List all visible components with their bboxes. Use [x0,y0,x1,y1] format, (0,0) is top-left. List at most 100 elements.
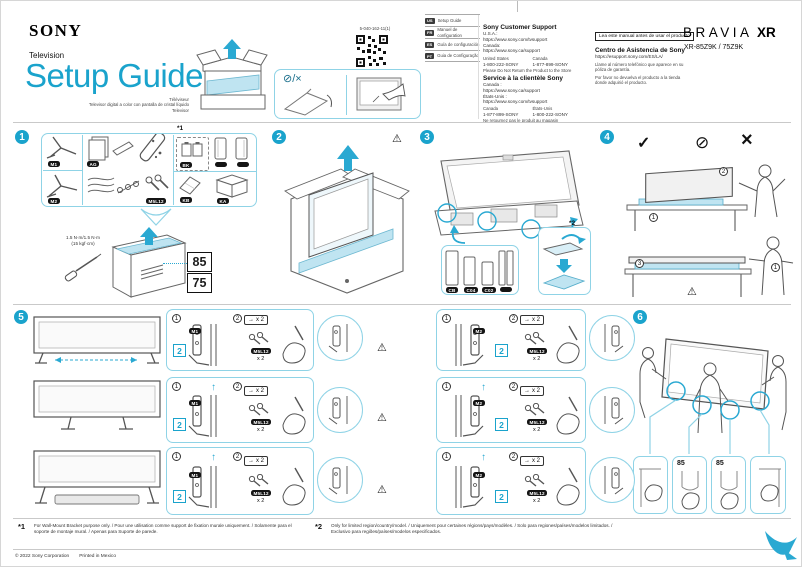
screws-icon [145,174,169,191]
model-numbers: XR-85Z9K / 75Z9K [684,44,744,51]
warning-icon: ⚠ [377,484,387,496]
handling-warning-panel: ⊘/× [274,69,421,119]
prohibit-glyph: ⊘ [283,73,293,85]
stand-position-soundbar-illustration [33,450,161,505]
position-number: 2 [177,419,182,430]
part-tag-cloth: KB [180,197,193,204]
stand-cover-icon [214,137,227,160]
accessory-box-icon [215,174,249,198]
substep-number: 2 [511,453,516,460]
screws-qty-label: x 2 [533,498,541,504]
position-marker: 2 [173,344,186,357]
screw-icon: → [524,317,530,323]
position-marker: 2 [495,418,508,431]
substep-1-marker: 1 [649,213,658,222]
documents-icon [88,136,109,161]
arrow-up-icon: ↑ [211,452,216,463]
torque-unit: (15 kgf·cm) [71,240,95,246]
phone-region: Canada [483,106,499,112]
step-number: 2 [276,131,282,143]
size-75-box: 75 [187,273,212,293]
screws-icon [248,332,269,345]
check-icon: ✓ [637,135,651,152]
footnote-2-marker: *2 [569,220,576,227]
substep-1-marker: 1 [442,314,451,323]
part-tag-screws: M5L12 [527,490,548,497]
part-tag-batteries: BK [180,162,193,169]
step-2-badge: 2 [272,130,286,144]
torque-value: 1.5 N·m/1.5 N·m [66,235,100,240]
part-tag-cover-c02: C02 [482,287,497,294]
part-tag-leg: M2 [473,328,485,335]
screws-icon [524,474,545,487]
leg-attach-icon [455,395,484,437]
language-tag: FR [425,29,435,36]
hand-screwdriver-icon [282,325,306,364]
phone-region: États-Unis [532,106,553,112]
grip-hand-icon [720,471,739,510]
phone-col: United States 1-800-222-SONY [483,56,519,67]
cover-types-icons [445,250,514,286]
panel-divider [346,75,348,115]
support-note: Ne retournez pas le produit au magasin [483,118,559,124]
lay-down-illustration-1 [626,164,786,231]
part-tag-screws: M5L12 [251,348,272,355]
support-block-es: Lea este manual antes de usar el product… [595,24,701,85]
hand-screwdriver-icon [282,396,306,435]
substep-number: 1 [444,453,449,460]
leg-detail-icon [328,396,348,425]
substep-1-marker: 1 [771,263,780,272]
screw-qty-callout: →x 2 [244,315,269,325]
support-line: Canada: [483,42,501,48]
phone-region: Canada [532,56,548,62]
position-number: 2 [499,345,504,356]
arrow-up-icon: ↑ [211,382,216,393]
slash-glyph: / [292,73,296,85]
phone-number: 1-800-222-SONY [483,61,519,67]
footnote-2-text: Only for limited region/country/model. /… [331,523,613,534]
leg-attach-panel: 1 M2 2 2 →x 2 M5L12 x 2 [436,309,586,371]
language-row-es: ES Guía de configuración [425,38,480,50]
leg-detail-icon [604,466,624,495]
part-tag-leg-a: M1 [48,161,60,168]
position-number: 2 [177,345,182,356]
screw-qty-callout: →x 2 [520,315,545,325]
footer-rule [13,549,791,550]
part-tag-screws: M5L12 [527,348,548,355]
substep-2-marker: 2 [719,167,728,176]
header-divider [478,15,479,119]
substep-number: 1 [773,264,778,271]
leg-attach-panel: 1 ↑ M2 2 2 →x 2 M5L12 x 2 [436,447,586,515]
step-number: 1 [19,131,25,143]
batteries-icon [181,142,203,157]
footnote-1-ref: *1 [18,522,26,531]
part-tag-screws: M5L12 [251,419,272,426]
header-rule [13,122,791,123]
language-label: Setup Guide [437,17,462,23]
warning-icon: ⚠ [392,133,402,145]
step-number: 5 [18,311,24,323]
screw-qty-callout: →x 2 [244,386,269,396]
parts-divider [173,135,174,205]
attach-covers-illustration [434,150,584,244]
grip-detail-panel: 85 [672,456,707,514]
support-paragraph: Llame al número telefónico que aparece e… [595,61,684,73]
screw-qty-callout: →x 2 [520,386,545,396]
read-first-note: Lea este manual antes de usar el product… [595,32,694,41]
support-title: Service à la clientèle Sony [483,75,563,82]
substep-number: 3 [637,260,642,267]
language-label: Guia de Configuração [437,53,479,59]
phone-number: 1-877-899-SONY [483,111,519,117]
support-url: https://www.sony.com/tvsupport [483,99,548,105]
lay-down-illustration-2 [624,236,794,297]
substep-1-marker: 1 [442,452,451,461]
cable-holder-icon [117,180,140,194]
stand-position-wide-illustration [33,316,161,364]
substep-2-marker: 2 [509,314,518,323]
qr-code [355,34,389,68]
cross-icon: × [741,129,753,151]
screw-qty-callout: →x 2 [244,456,269,466]
size-85: 85 [192,255,207,269]
screw-qty: x 2 [256,458,265,464]
language-row-pt: PT Guia de Configuração [425,50,480,62]
